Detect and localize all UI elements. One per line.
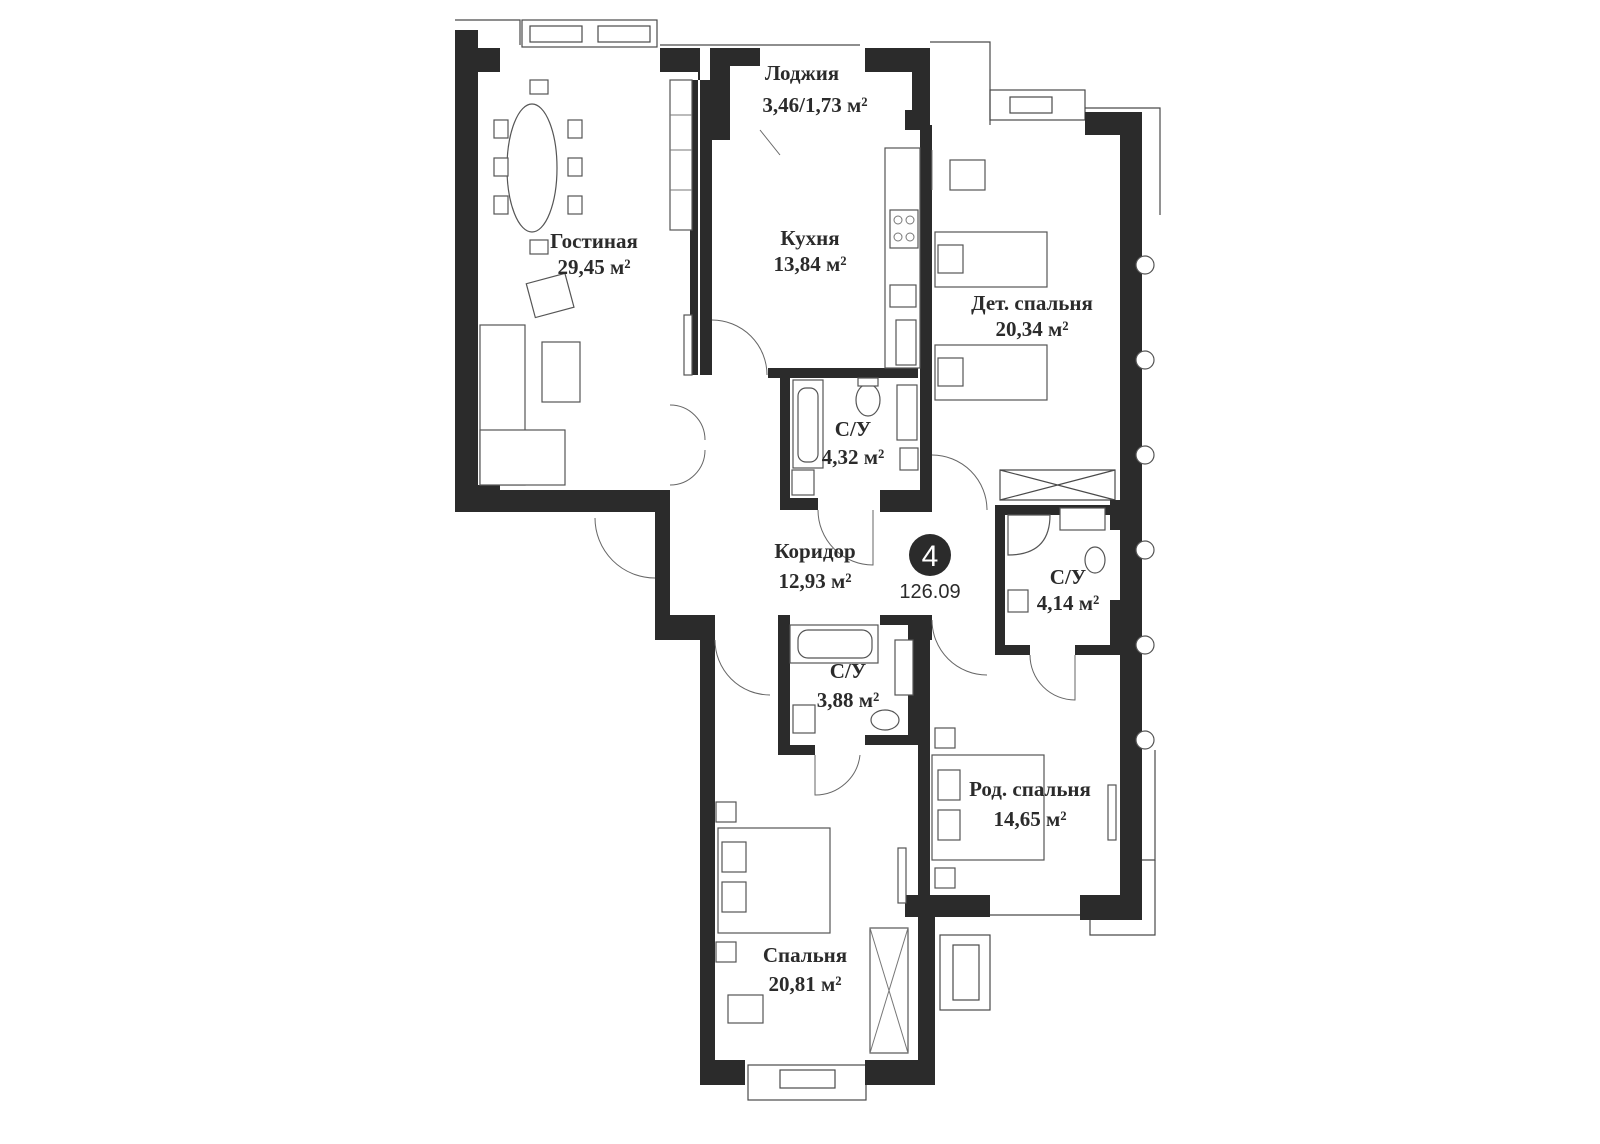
room-name: Кухня xyxy=(780,226,839,250)
bath-fixtures xyxy=(789,377,1106,734)
room-area: 13,84 м² xyxy=(773,252,846,276)
room-area: 12,93 м² xyxy=(778,569,851,593)
room-area: 20,81 м² xyxy=(768,972,841,996)
room-name: Род. спальня xyxy=(969,777,1091,801)
room-area: 14,65 м² xyxy=(993,807,1066,831)
walls xyxy=(455,30,1142,1085)
room-area: 4,32 м² xyxy=(822,445,885,469)
room-label-bedroom: Спальня 20,81 м² xyxy=(763,943,847,996)
room-name: Лоджия xyxy=(765,61,839,85)
room-label-bath-1: С/У 4,32 м² xyxy=(822,417,885,469)
bedroom-furniture xyxy=(715,801,909,1054)
room-label-corridor: Коридор 12,93 м² xyxy=(774,539,855,593)
room-area: 3,88 м² xyxy=(817,688,880,712)
total-area: 126.09 xyxy=(899,581,960,603)
room-area: 3,46/1,73 м² xyxy=(762,93,867,117)
kitchen-furniture xyxy=(884,147,921,369)
apartment-badge: 4 126.09 xyxy=(899,534,961,603)
badge-circle xyxy=(909,534,951,576)
room-area: 29,45 м² xyxy=(557,255,630,279)
exterior-outlines xyxy=(455,19,1161,1101)
living-room-furniture xyxy=(479,79,693,486)
room-label-bath-3: С/У 3,88 м² xyxy=(817,659,880,712)
door-swings xyxy=(594,129,1076,796)
parents-bedroom-furniture xyxy=(931,727,1117,889)
room-name: Коридор xyxy=(774,539,855,563)
room-name: Гостиная xyxy=(550,229,638,253)
room-name: С/У xyxy=(1050,565,1086,589)
apartment-number: 4 xyxy=(922,540,939,573)
kids-bedroom-furniture xyxy=(931,150,1048,401)
room-name: С/У xyxy=(835,417,871,441)
room-label-loggia: Лоджия 3,46/1,73 м² xyxy=(762,61,867,117)
room-label-parents-bedroom: Род. спальня 14,65 м² xyxy=(969,777,1091,831)
room-area: 20,34 м² xyxy=(995,317,1068,341)
room-label-bath-2: С/У 4,14 м² xyxy=(1037,565,1100,615)
room-label-living: Гостиная 29,45 м² xyxy=(550,229,638,279)
room-name: Спальня xyxy=(763,943,847,967)
room-label-kitchen: Кухня 13,84 м² xyxy=(773,226,846,276)
room-name: С/У xyxy=(830,659,866,683)
room-label-kids-bedroom: Дет. спальня 20,34 м² xyxy=(971,291,1093,341)
room-area: 4,14 м² xyxy=(1037,591,1100,615)
radiators xyxy=(1135,255,1155,750)
room-name: Дет. спальня xyxy=(971,291,1093,315)
